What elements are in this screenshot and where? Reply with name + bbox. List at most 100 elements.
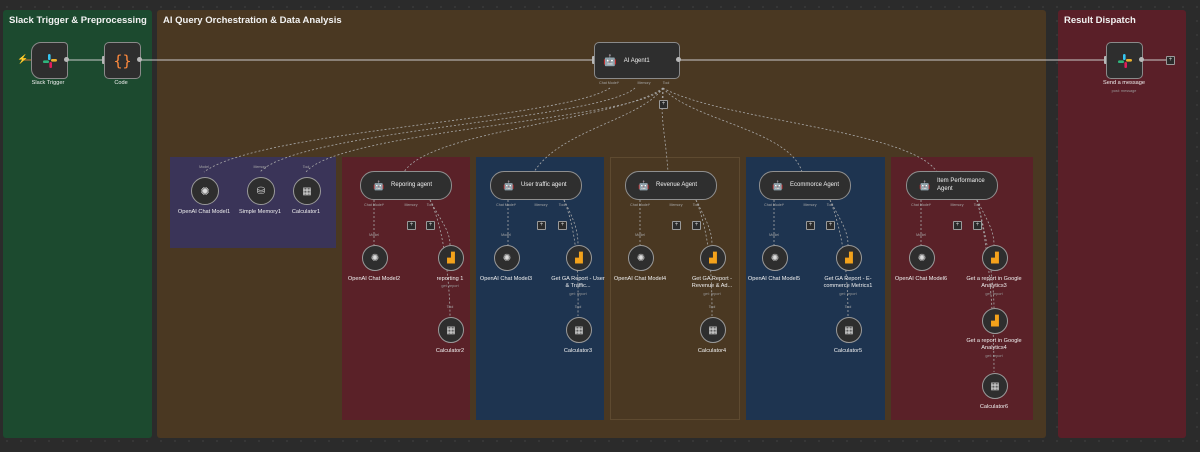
node-label: OpenAI Chat Model1 (177, 209, 231, 215)
ga-report3-node[interactable]: ▟ (982, 245, 1008, 271)
node-label: Calculator6 (979, 404, 1009, 410)
port-label-tool: Tool (426, 203, 434, 207)
google-analytics-icon: ▟ (447, 252, 455, 264)
calculator5-node[interactable]: ▦ (836, 317, 862, 343)
google-analytics-icon: ▟ (991, 315, 999, 327)
node-label: Get GA Report - E-commerce Metrics1 (823, 276, 873, 290)
user-traffic-agent-node[interactable]: 🤖 User traffic agent (490, 171, 582, 200)
input-port[interactable] (1104, 56, 1107, 64)
section-title: AI Query Orchestration & Data Analysis (163, 15, 342, 26)
section-title: Slack Trigger & Preprocessing (9, 15, 147, 26)
group-item-performance (891, 157, 1033, 420)
ga-user-traffic-node[interactable]: ▟ (566, 245, 592, 271)
ai-agent1-node[interactable]: 🤖 AI Agent1 (594, 42, 680, 79)
openai-icon: ✺ (502, 252, 512, 264)
input-port[interactable] (592, 56, 595, 64)
port-label-tool: Tool (692, 203, 700, 207)
trigger-bolt-icon: ⚡ (17, 54, 29, 64)
calculator1-node[interactable]: ▦ (293, 177, 321, 205)
add-memory-button[interactable]: + (537, 221, 546, 230)
ga-revenue-node[interactable]: ▟ (700, 245, 726, 271)
openai-icon: ✺ (917, 252, 927, 264)
port-label-memory: Memory (253, 165, 267, 169)
openai-icon: ✺ (200, 185, 210, 198)
send-message-node[interactable] (1106, 42, 1143, 79)
revenue-agent-node[interactable]: 🤖 Revenue Agent (625, 171, 717, 200)
item-performance-agent-node[interactable]: 🤖 Item Performance Agent (906, 171, 998, 200)
section-slack-trigger[interactable]: Slack Trigger & Preprocessing (3, 10, 152, 438)
group-reporting (342, 157, 470, 420)
port-label-model: Model (769, 233, 779, 237)
database-icon: ⛁ (256, 185, 266, 197)
add-memory-button[interactable]: + (407, 221, 416, 230)
add-memory-button[interactable]: + (672, 221, 681, 230)
port-label-tool: Tool (826, 203, 834, 207)
node-label: Calculator4 (697, 348, 727, 354)
calculator3-node[interactable]: ▦ (566, 317, 592, 343)
robot-icon: 🤖 (503, 180, 515, 190)
port-label-tool: Tool (662, 81, 670, 85)
input-port[interactable] (102, 56, 105, 64)
openai-chat-model6-node[interactable]: ✺ (909, 245, 935, 271)
port-label-chat-model: Chat Model* (630, 203, 650, 207)
port-label-model: Model (199, 165, 209, 169)
openai-chat-model4-node[interactable]: ✺ (628, 245, 654, 271)
port-label-chat-model: Chat Model* (599, 81, 619, 85)
port-label-memory: Memory (669, 203, 683, 207)
node-label: Calculator5 (833, 348, 863, 354)
code-node[interactable]: {} (104, 42, 141, 79)
node-title: User traffic agent (521, 181, 567, 188)
add-tool-button[interactable]: + (973, 221, 982, 230)
add-node-button[interactable]: + (1166, 56, 1175, 65)
add-memory-button[interactable]: + (953, 221, 962, 230)
output-port[interactable] (137, 57, 142, 62)
node-title: Reporing agent (391, 181, 433, 188)
node-label: Send a message (1103, 80, 1145, 86)
calculator4-node[interactable]: ▦ (700, 317, 726, 343)
add-tool-button[interactable]: + (426, 221, 435, 230)
node-label: OpenAI Chat Model2 (347, 276, 401, 282)
ga-ecommerce-node[interactable]: ▟ (836, 245, 862, 271)
output-port[interactable] (64, 57, 69, 62)
reporting-agent-node[interactable]: 🤖 Reporing agent (360, 171, 452, 200)
node-label: Calculator1 (291, 209, 321, 215)
openai-icon: ✺ (370, 252, 380, 264)
robot-icon: 🤖 (603, 55, 617, 67)
google-analytics-icon: ▟ (709, 252, 717, 264)
ga-report4-node[interactable]: ▟ (982, 308, 1008, 334)
output-port[interactable] (1139, 57, 1144, 62)
slack-trigger-node[interactable] (31, 42, 68, 79)
openai-chat-model2-node[interactable]: ✺ (362, 245, 388, 271)
add-tool-button[interactable]: + (659, 100, 668, 109)
add-memory-button[interactable]: + (806, 221, 815, 230)
output-port[interactable] (676, 57, 681, 62)
calculator6-node[interactable]: ▦ (982, 373, 1008, 399)
openai-chat-model3-node[interactable]: ✺ (494, 245, 520, 271)
calculator-icon: ▦ (708, 324, 718, 336)
node-label: Get a report in Google Analytics4 (966, 338, 1022, 352)
node-sublabel: get: report (569, 292, 587, 296)
node-label: OpenAI Chat Model4 (613, 276, 667, 282)
section-result-dispatch[interactable]: Result Dispatch (1058, 10, 1186, 438)
port-label-tool: Tool (708, 305, 716, 309)
add-tool-button[interactable]: + (826, 221, 835, 230)
node-sublabel: get: report (441, 284, 459, 288)
node-sublabel: post: message (1111, 89, 1137, 93)
calculator2-node[interactable]: ▦ (438, 317, 464, 343)
openai-chat-model1-node[interactable]: ✺ (191, 177, 219, 205)
simple-memory1-node[interactable]: ⛁ (247, 177, 275, 205)
ecommerce-agent-node[interactable]: 🤖 Ecommorce Agent (759, 171, 851, 200)
add-tool-button[interactable]: + (558, 221, 567, 230)
openai-icon: ✺ (636, 252, 646, 264)
port-label-chat-model: Chat Model* (364, 203, 384, 207)
reporting1-node[interactable]: ▟ (438, 245, 464, 271)
node-label: reporting 1 (436, 276, 464, 282)
node-title: AI Agent1 (623, 57, 650, 64)
google-analytics-icon: ▟ (845, 252, 853, 264)
node-label: Get GA Report - Revenue & Ad... (691, 276, 733, 290)
openai-chat-model5-node[interactable]: ✺ (762, 245, 788, 271)
node-sublabel: get: report (985, 292, 1003, 296)
add-tool-button[interactable]: + (692, 221, 701, 230)
google-analytics-icon: ▟ (575, 252, 583, 264)
